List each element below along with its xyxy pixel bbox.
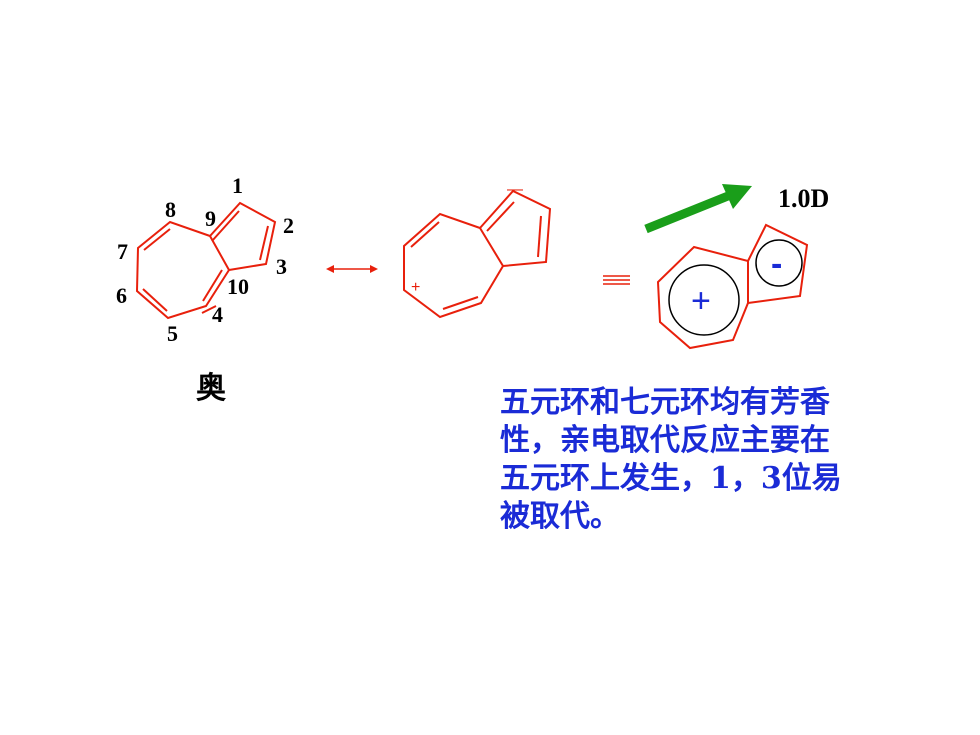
resonance-structure [403, 189, 552, 319]
position-numbers: 1 2 3 4 5 6 7 8 9 10 [116, 173, 294, 346]
description-line: 五元环上发生，1，3位易 [500, 461, 842, 496]
double-bond [537, 215, 542, 258]
resonance-five-ring [479, 189, 552, 267]
position-3: 3 [276, 254, 287, 279]
equivalence-sign [603, 275, 630, 285]
dipole-model [656, 223, 809, 350]
positive-ring-circle [668, 264, 740, 336]
double-bond [201, 305, 217, 314]
resonance-seven-ring [403, 212, 505, 319]
resonance-arrow [326, 265, 378, 273]
positive-charge: + [691, 282, 711, 320]
dipole-moment-label: 1.0D [778, 184, 829, 213]
five-membered-ring [209, 201, 277, 271]
description-text: 五元环和七元环均有芳香 性，亲电取代反应主要在 五元环上发生，1，3位易 被取代… [500, 384, 872, 536]
description-line: 性，亲电取代反应主要在 [500, 423, 830, 458]
compound-name: 奥 [196, 371, 226, 406]
resonance-minus-charge: — [507, 181, 523, 198]
position-8: 8 [165, 197, 176, 222]
seven-membered-ring [135, 220, 231, 320]
dipole-five-ring [747, 223, 809, 304]
double-bond [410, 221, 440, 248]
negative-ring-circle [755, 239, 803, 287]
position-5: 5 [167, 321, 178, 346]
position-9: 9 [205, 206, 216, 231]
azulene-structure [135, 201, 277, 320]
position-7: 7 [117, 239, 128, 264]
dipole-arrow [644, 184, 752, 234]
position-6: 6 [116, 283, 127, 308]
resonance-plus-charge: + [411, 279, 420, 296]
description-line: 五元环和七元环均有芳香 [500, 385, 830, 420]
double-bond [486, 201, 515, 232]
position-1: 1 [232, 173, 243, 198]
double-bond [202, 269, 223, 302]
double-bond [143, 228, 171, 251]
negative-charge: - [771, 245, 782, 283]
double-bond [142, 288, 168, 312]
position-2: 2 [283, 213, 294, 238]
dipole-seven-ring [656, 245, 749, 350]
double-bond [442, 296, 479, 310]
double-bond [259, 225, 269, 261]
double-bond [211, 210, 240, 242]
position-10: 10 [227, 274, 249, 299]
position-4: 4 [212, 302, 223, 327]
description-line: 被取代。 [500, 499, 620, 534]
